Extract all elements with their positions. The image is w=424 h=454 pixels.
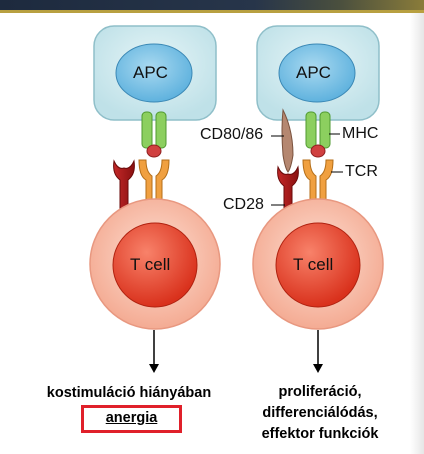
cd28-label: CD28 [223, 196, 264, 213]
right-pair [252, 25, 384, 373]
left-apc-nucleus [115, 43, 193, 103]
left-tcell-label: T cell [130, 255, 171, 274]
left-tcell-nucleus [112, 222, 198, 308]
right-apc-label: APC [296, 63, 331, 82]
left-mhc-molecule [141, 111, 167, 158]
anergia-highlight-box [81, 405, 182, 433]
left-caption-line1: kostimuláció hiányában [46, 385, 212, 401]
left-caption-anergia: anergia [105, 410, 158, 426]
slide-top-bar [0, 0, 424, 10]
slide-top-accent-line [0, 10, 424, 13]
right-mhc-molecule [305, 111, 331, 158]
left-pair [89, 25, 221, 373]
right-caption-line3: effektor funkciók [261, 426, 379, 442]
left-cd28-molecule [113, 159, 135, 224]
left-outcome-arrowhead [149, 364, 159, 373]
right-caption-line1: proliferáció, [278, 384, 362, 400]
tcr-label: TCR [345, 163, 378, 180]
right-tcell-label: T cell [293, 255, 334, 274]
mhc-label: MHC [342, 125, 379, 142]
left-apc-label: APC [133, 63, 168, 82]
right-cd80-molecule [281, 108, 294, 173]
right-apc-nucleus [278, 43, 356, 103]
right-outcome-arrowhead [313, 364, 323, 373]
right-cd28-molecule [277, 165, 299, 226]
cd80-label: CD80/86 [200, 126, 264, 143]
right-caption-line2: differenciálódás, [262, 405, 378, 421]
right-tcell-nucleus [275, 222, 361, 308]
slide-side-shadow [410, 13, 424, 454]
